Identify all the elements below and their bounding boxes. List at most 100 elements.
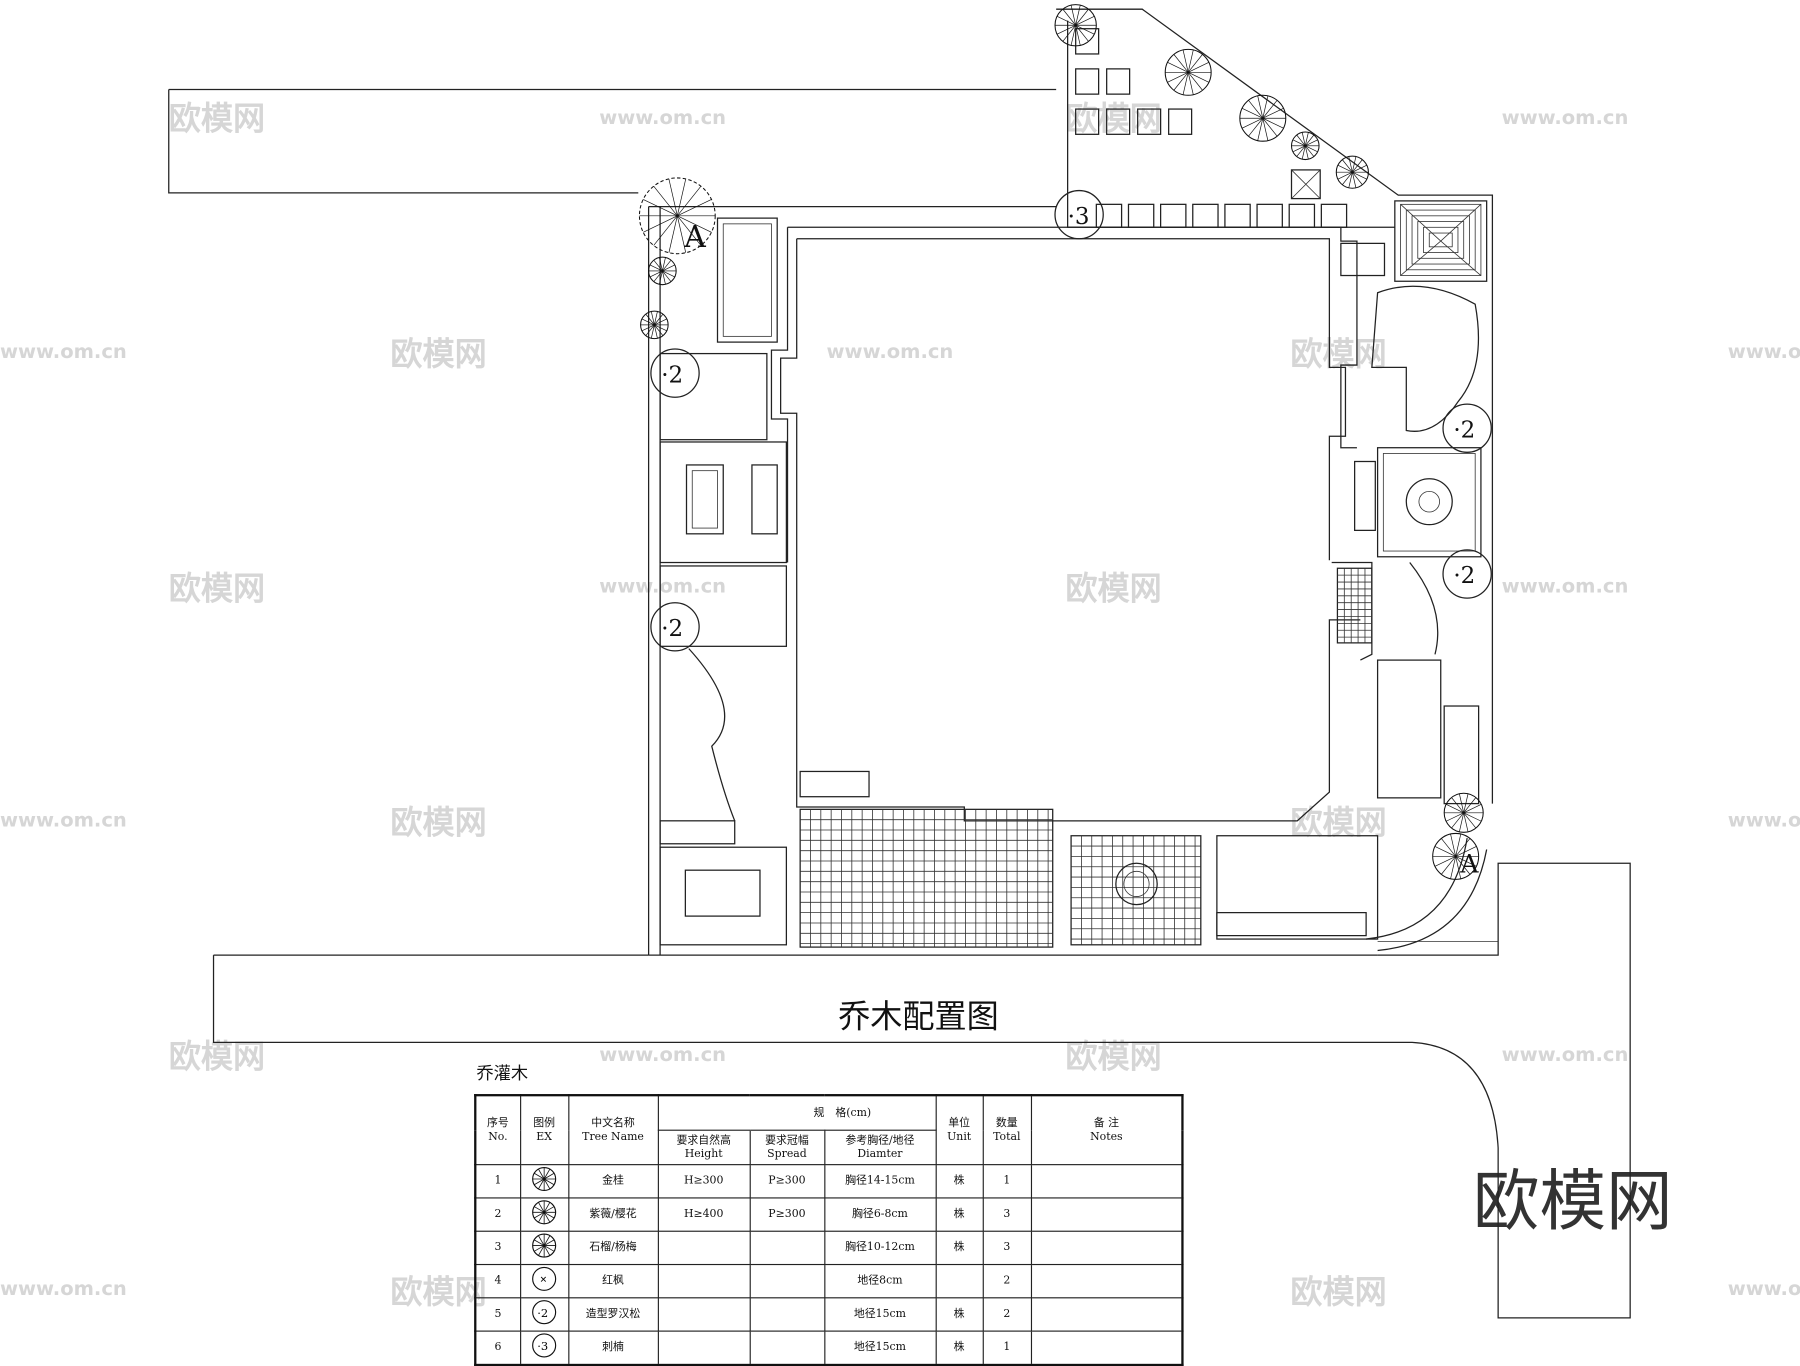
cell-unit	[935, 1263, 984, 1299]
cell-ex	[519, 1230, 569, 1266]
watermark-url: www.om.cn	[1502, 106, 1629, 129]
watermark-url: www.om.cn	[1728, 1277, 1800, 1300]
cell-total: 2	[982, 1263, 1032, 1299]
watermark-url: www.om.cn	[599, 1043, 726, 1066]
site-boundaries	[168, 88, 1631, 1319]
table-title: 乔灌木	[476, 1063, 529, 1084]
watermark-url: www.om.cn	[599, 106, 726, 129]
watermark-logo: 欧模网	[169, 1038, 265, 1076]
paver	[1192, 203, 1219, 228]
cell-diameter: 地径15cm	[823, 1330, 937, 1366]
tree-icon	[638, 177, 716, 255]
crape-myrtle-icon	[532, 1200, 557, 1225]
tree-symbols	[638, 4, 1484, 880]
pomegranate-icon	[532, 1233, 557, 1258]
watermark-url: www.om.cn	[1728, 809, 1800, 832]
plan-title: 乔木配置图	[838, 997, 999, 1035]
paver	[1320, 203, 1348, 228]
cell-spread	[749, 1230, 825, 1266]
cell-height: H≥400	[657, 1197, 751, 1232]
cell-notes	[1030, 1297, 1184, 1332]
cell-notes	[1030, 1197, 1184, 1232]
marker-podocarpus: ·2	[661, 616, 683, 642]
paver	[1159, 203, 1187, 228]
watermark-url: www.om.cn	[1502, 1043, 1629, 1066]
marker-section-a: A	[683, 220, 706, 255]
paved-terrace	[799, 808, 1054, 948]
paving-medallion	[1405, 478, 1453, 526]
cell-height: H≥300	[657, 1164, 751, 1199]
watermark-logo: 欧模网	[390, 803, 486, 841]
garden-layout	[647, 8, 1494, 956]
red-maple-icon: ✕	[532, 1266, 557, 1291]
cell-unit: 株	[935, 1330, 984, 1366]
cell-name: 造型罗汉松	[567, 1297, 659, 1332]
cell-ex: ·2	[519, 1297, 569, 1332]
cell-unit: 株	[935, 1297, 984, 1332]
watermarks: 欧模网 www.om.cn 欧模网 www.om.cn www.om.cn 欧模…	[0, 100, 1800, 1311]
paver	[1256, 203, 1283, 228]
cell-name: 紫薇/樱花	[567, 1197, 659, 1232]
cell-diameter: 地径15cm	[823, 1297, 937, 1332]
cell-diameter: 地径8cm	[823, 1263, 937, 1299]
watermark-logo: 欧模网	[390, 1273, 486, 1311]
tree-icon	[648, 256, 677, 286]
watermark-url: www.om.cn	[599, 574, 726, 597]
cell-ex: ·3	[519, 1330, 569, 1366]
cell-name: 石榴/杨梅	[567, 1230, 659, 1266]
tree-icon	[1054, 4, 1097, 47]
rockery-area	[1371, 285, 1480, 432]
paver	[1127, 203, 1155, 228]
marker-podocarpus: ·2	[1453, 417, 1475, 443]
watermark-logo: 欧模网	[1290, 1273, 1386, 1311]
pavilion-roof	[1394, 200, 1488, 282]
cell-spread: P≥300	[749, 1164, 825, 1199]
cell-unit: 株	[935, 1197, 984, 1232]
cell-notes	[1030, 1164, 1184, 1199]
header-spec: 规 格(cm)	[749, 1094, 937, 1131]
cell-ex	[519, 1164, 569, 1199]
planter-box	[716, 217, 778, 343]
paving-medallion	[1115, 862, 1158, 906]
watermark-logo: 欧模网	[390, 335, 486, 373]
podocarpus-icon: ·2	[532, 1300, 557, 1325]
watermark-logo: 欧模网	[169, 100, 265, 138]
north-neighbour-outline	[168, 88, 1057, 194]
cell-total: 1	[982, 1164, 1032, 1199]
marker-holly: ·3	[1068, 204, 1090, 230]
south-road-outline	[212, 862, 1631, 1319]
marker-section-a: A	[1459, 849, 1479, 878]
cell-height	[657, 1330, 751, 1366]
marker-podocarpus: ·2	[661, 362, 683, 388]
cell-spread	[749, 1297, 825, 1332]
watermark-logo: 欧模网	[1065, 100, 1161, 138]
watermark-logo: 欧模网	[1065, 569, 1161, 607]
cell-height	[657, 1230, 751, 1266]
osmanthus-icon	[532, 1166, 557, 1192]
paver	[1095, 203, 1123, 228]
cell-spread	[749, 1330, 825, 1366]
svg-text:·3: ·3	[537, 1339, 548, 1353]
cell-no: 6	[474, 1330, 521, 1366]
cell-ex: ✕	[519, 1263, 569, 1299]
cell-notes	[1030, 1230, 1184, 1266]
cell-unit: 株	[935, 1230, 984, 1266]
tree-icon	[1239, 94, 1287, 142]
watermark-url: www.om.cn	[0, 809, 127, 832]
cell-diameter: 胸径10-12cm	[823, 1230, 937, 1266]
watermark-logo: 欧模网	[169, 569, 265, 607]
tree-icon	[1164, 48, 1212, 96]
cell-notes	[1030, 1263, 1184, 1299]
cell-height	[657, 1297, 751, 1332]
marker-podocarpus: ·2	[1453, 563, 1475, 589]
